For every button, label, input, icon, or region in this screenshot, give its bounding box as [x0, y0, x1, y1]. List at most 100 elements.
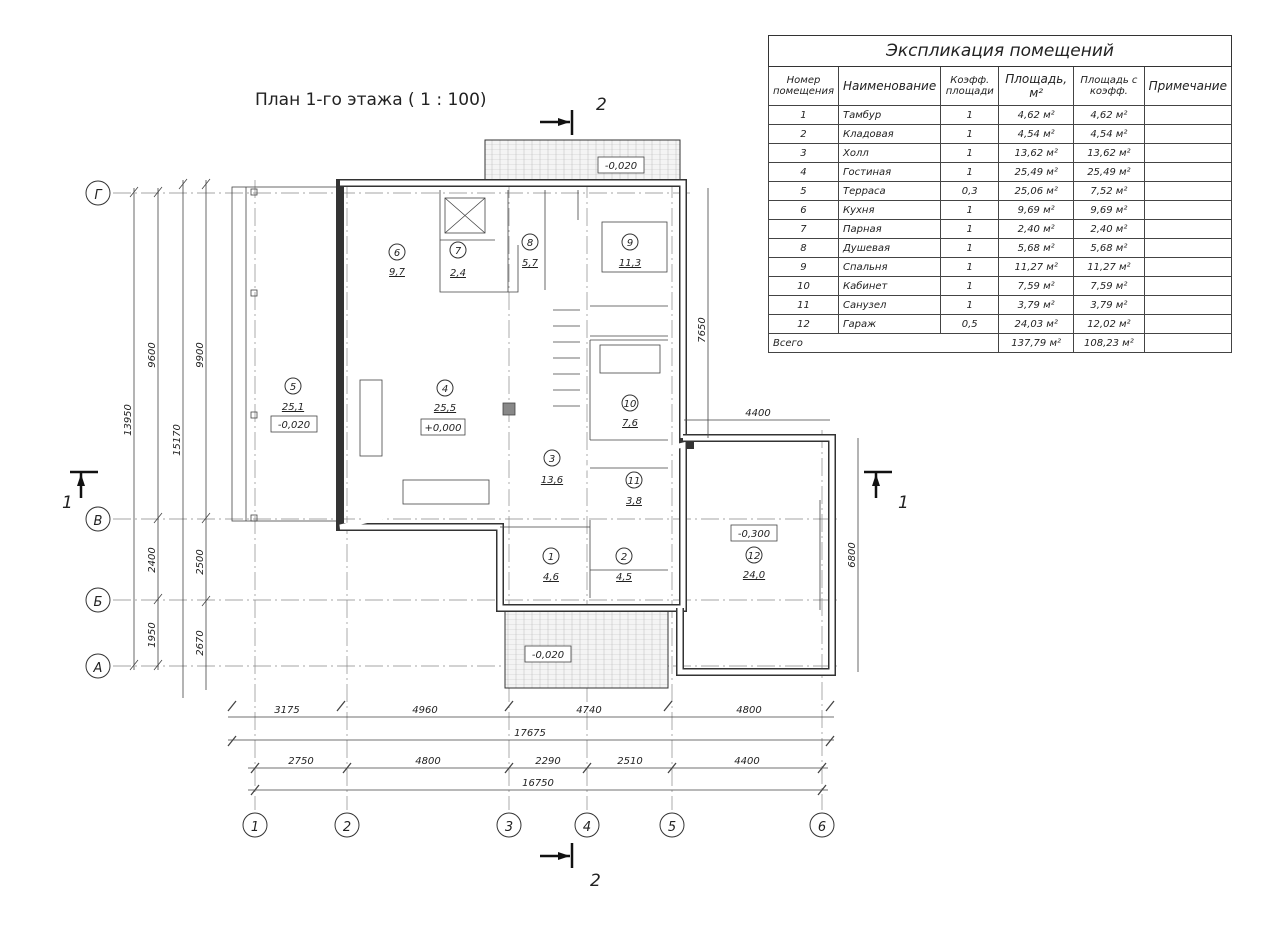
label: 4,5	[616, 572, 632, 583]
table-cell	[1143, 295, 1233, 315]
label: 2	[343, 820, 351, 835]
label: 24,0	[743, 570, 765, 581]
label: 7,6	[622, 418, 638, 429]
table-cell	[1143, 105, 1233, 125]
table-cell: 7,59 м²	[1073, 276, 1145, 296]
label: 2290	[535, 756, 560, 767]
label: 13950	[123, 404, 134, 436]
table-cell	[1143, 162, 1233, 182]
table-cell: Кухня	[837, 200, 942, 220]
label: 25,5	[434, 403, 456, 414]
label: 1	[251, 820, 259, 835]
label: 6800	[847, 542, 858, 567]
table-cell: Гостиная	[837, 162, 942, 182]
label: 2670	[195, 630, 206, 655]
table-cell: 9,69 м²	[998, 200, 1075, 220]
label: 7	[455, 246, 462, 257]
label: 2	[621, 552, 627, 563]
terrace	[231, 186, 343, 522]
label: 11	[628, 476, 641, 487]
table-cell: 0,5	[940, 314, 1000, 334]
label: 2	[596, 95, 607, 115]
label: 4960	[412, 705, 437, 716]
table-cell: 5,68 м²	[1073, 238, 1145, 258]
table-cell	[1143, 314, 1233, 334]
table-cell: 13,62 м²	[998, 143, 1075, 163]
grid-axes	[113, 180, 840, 810]
room-number: 6	[394, 248, 400, 259]
level-mark: -0,020	[278, 420, 310, 431]
label: 25,1	[282, 402, 304, 413]
table-cell: 2	[768, 124, 839, 144]
label: 108,23 м²	[1073, 333, 1145, 353]
table-cell: 9,69 м²	[1073, 200, 1145, 220]
level-mark: -0,300	[738, 529, 770, 540]
table-cell: 0,3	[940, 181, 1000, 201]
label: 2	[590, 871, 601, 891]
room-9: 911,3	[619, 233, 641, 269]
table-cell: 7	[768, 219, 839, 239]
table-cell: 1	[940, 219, 1000, 239]
label: 9900	[195, 342, 206, 367]
table-cell	[1143, 238, 1233, 258]
label: Примечание	[1143, 66, 1233, 106]
table-cell: 1	[940, 143, 1000, 163]
table-cell	[1143, 181, 1233, 201]
label: 5	[290, 382, 296, 393]
table-cell: 6	[768, 200, 839, 220]
table-cell: Спальня	[837, 257, 942, 277]
table-cell: Санузел	[837, 295, 942, 315]
label: 4800	[415, 756, 440, 767]
label: 2400	[147, 547, 158, 572]
table-cell: 1	[940, 238, 1000, 258]
room-schedule-table: Экспликация помещений Номер помещения На…	[767, 35, 1233, 353]
label: 2510	[617, 756, 642, 767]
room-1: 14,6	[542, 547, 560, 583]
label: 10	[624, 399, 637, 410]
label: 13,6	[541, 475, 563, 486]
table-cell: Гараж	[837, 314, 942, 334]
label: 137,79 м²	[998, 333, 1075, 353]
table-cell: 1	[768, 105, 839, 125]
table-cell: 1	[940, 257, 1000, 277]
table-caption: Экспликация помещений	[768, 35, 1232, 67]
table-cell: 1	[940, 162, 1000, 182]
table-cell: Тамбур	[837, 105, 942, 125]
table-cell: 25,49 м²	[998, 162, 1075, 182]
label: 4,6	[543, 572, 559, 583]
table-cell: 1	[940, 200, 1000, 220]
table-cell	[1143, 219, 1233, 239]
room-labels: 69,7 72,4 85,7 911,3 425,5 +0,000 525,1 …	[270, 156, 778, 663]
label: 3	[549, 454, 555, 465]
label: 15170	[172, 424, 183, 456]
label: Номер помещения	[768, 66, 839, 106]
label: 9	[627, 238, 633, 249]
table-cell: 11,27 м²	[998, 257, 1075, 277]
label: 5,7	[522, 258, 539, 269]
room-10: 107,6	[621, 394, 639, 429]
level-porch-top: -0,020	[605, 161, 637, 172]
label: 8	[527, 238, 533, 249]
label: 4	[583, 820, 591, 835]
label: Наименование	[837, 66, 942, 106]
label: 3,8	[626, 496, 642, 507]
label: 12	[748, 551, 761, 562]
label: 4	[442, 384, 448, 395]
section-marks: 1 1 2 2	[62, 95, 909, 891]
table-cell: 4,54 м²	[998, 124, 1075, 144]
porch-top	[484, 139, 681, 187]
level-porch-bottom: -0,020	[532, 650, 564, 661]
label: 11,3	[619, 258, 641, 269]
dimensions: 3175 4960 4740 4800 17675 2750 4800 2290…	[123, 178, 859, 796]
table-cell: 5	[768, 181, 839, 201]
table-cell: 2,40 м²	[1073, 219, 1145, 239]
table-cell: 7,52 м²	[1073, 181, 1145, 201]
table-cell: 4,62 м²	[1073, 105, 1145, 125]
table-cell: 10	[768, 276, 839, 296]
